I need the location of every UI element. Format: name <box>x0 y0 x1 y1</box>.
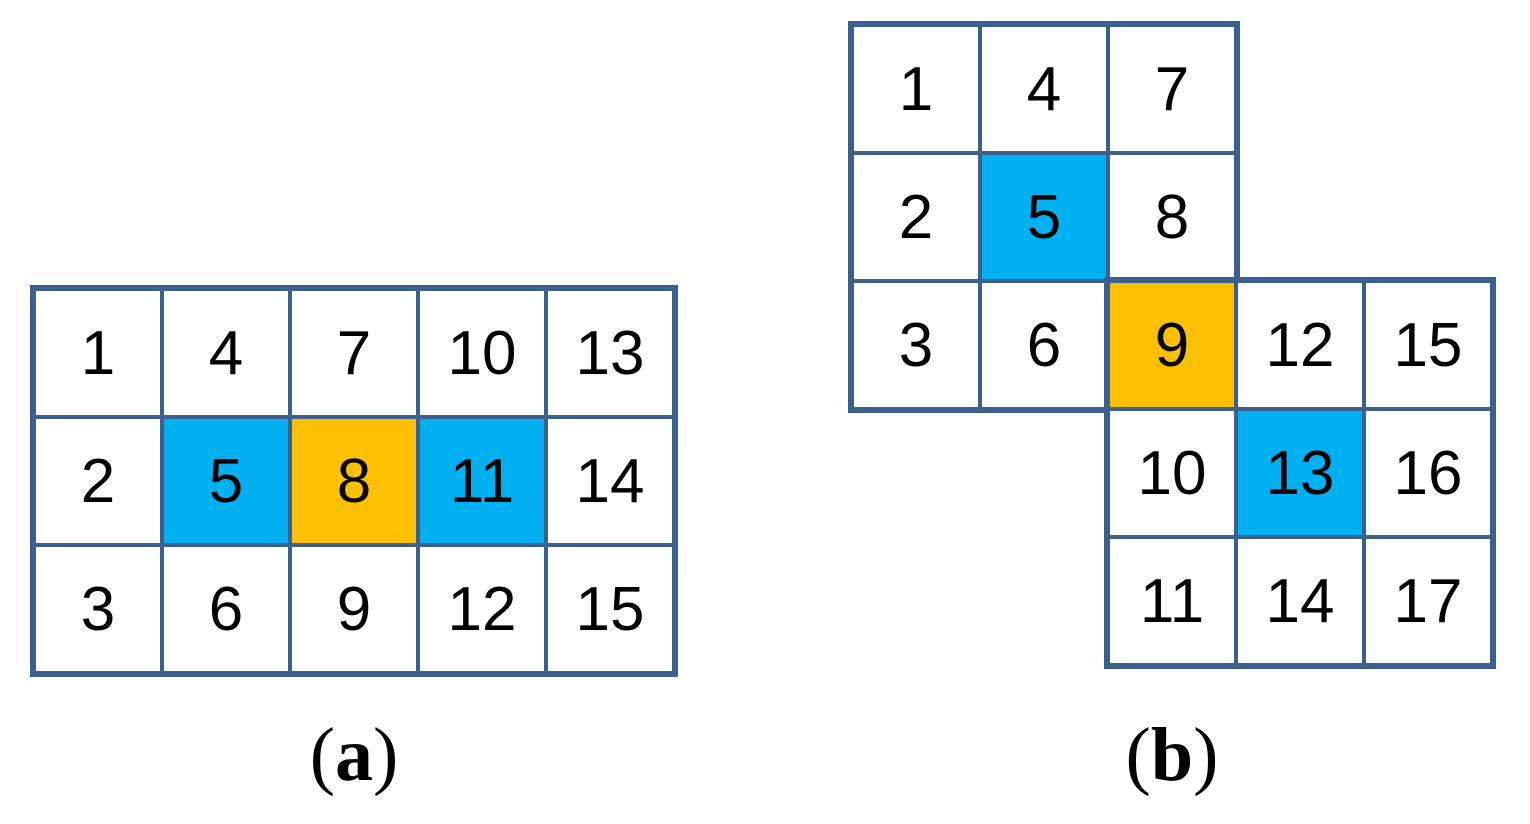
caption-a-paren-close: ) <box>373 713 399 797</box>
grid-cell-11: 11 <box>1108 537 1236 665</box>
grid-cell-5: 5 <box>980 153 1108 281</box>
grid-cell-15: 15 <box>546 545 674 673</box>
grid-cell-7: 7 <box>1108 25 1236 153</box>
grid-cell-4: 4 <box>980 25 1108 153</box>
grid-cell-14: 14 <box>546 417 674 545</box>
caption-a-paren-open: ( <box>309 713 335 797</box>
grid-cell-2: 2 <box>852 153 980 281</box>
caption-b-paren-close: ) <box>1193 713 1219 797</box>
grid-cell-6: 6 <box>980 281 1108 409</box>
grid-cell-4: 4 <box>162 289 290 417</box>
caption-b-letter: b <box>1150 713 1194 797</box>
grid-cell-3: 3 <box>852 281 980 409</box>
grid-cell-10: 10 <box>1108 409 1236 537</box>
grid-cell-10: 10 <box>418 289 546 417</box>
grid-cell-17: 17 <box>1364 537 1492 665</box>
grid-cell-8: 8 <box>1108 153 1236 281</box>
grid-cell-16: 16 <box>1364 409 1492 537</box>
caption-b-paren-open: ( <box>1125 713 1151 797</box>
caption-a-letter: a <box>335 713 373 797</box>
grid-cell-9: 9 <box>1108 281 1236 409</box>
grid-cell-13: 13 <box>546 289 674 417</box>
grid-cell-5: 5 <box>162 417 290 545</box>
figure-b-caption: (b) <box>848 712 1496 799</box>
grid-cell-7: 7 <box>290 289 418 417</box>
grid-cell-8: 8 <box>290 417 418 545</box>
grid-cell-11: 11 <box>418 417 546 545</box>
grid-cell-13: 13 <box>1236 409 1364 537</box>
grid-cell-14: 14 <box>1236 537 1364 665</box>
grid-cell-2: 2 <box>34 417 162 545</box>
grid-cell-12: 12 <box>1236 281 1364 409</box>
grid-cell-12: 12 <box>418 545 546 673</box>
grid-cell-6: 6 <box>162 545 290 673</box>
figure-a-caption: (a) <box>30 712 678 799</box>
grid-cell-15: 15 <box>1364 281 1492 409</box>
grid-cell-3: 3 <box>34 545 162 673</box>
grid-cell-9: 9 <box>290 545 418 673</box>
grid-cell-1: 1 <box>34 289 162 417</box>
grid-cell-1: 1 <box>852 25 980 153</box>
